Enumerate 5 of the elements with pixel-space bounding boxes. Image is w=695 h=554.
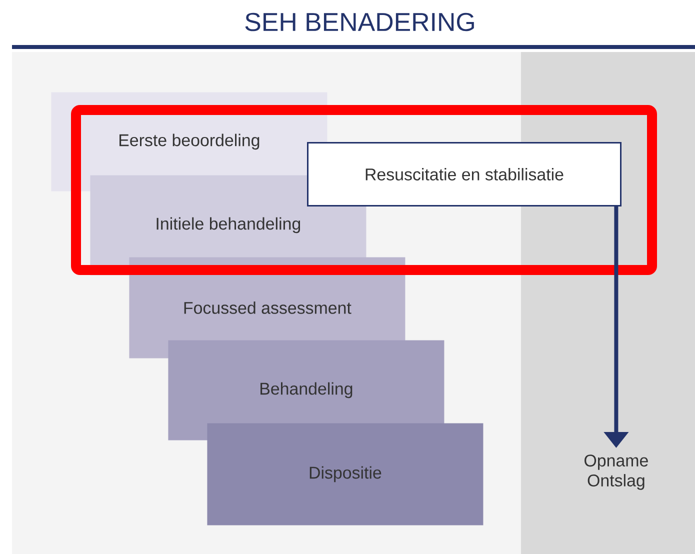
outcome-label: Opname Ontslag xyxy=(584,454,648,490)
step-box: Dispositie xyxy=(207,423,484,526)
title: SEH BENADERING xyxy=(245,12,474,32)
highlight-frame xyxy=(71,105,657,275)
process-box: Resuscitatie en stabilisatie xyxy=(307,142,622,206)
